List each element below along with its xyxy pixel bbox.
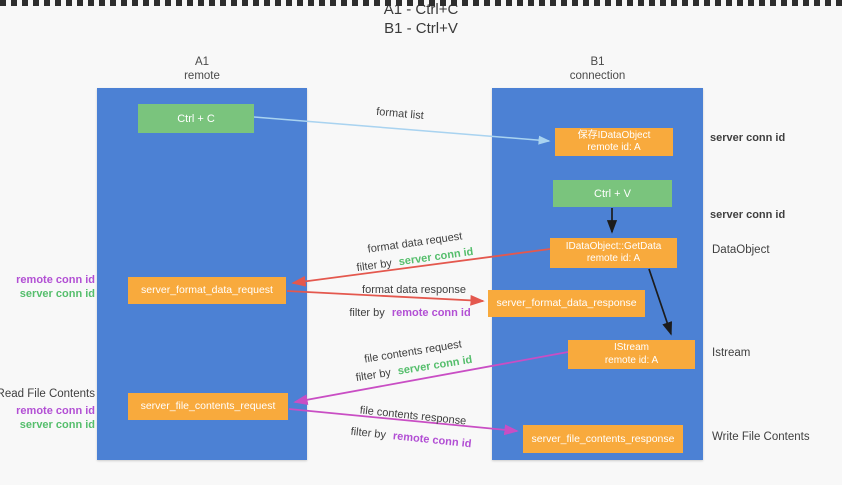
node-format-request-label: server_format_data_request	[141, 284, 273, 297]
left-conn-id-pair-file: remote conn id server conn id	[16, 405, 95, 432]
node-istream: IStream remote id: A	[568, 340, 695, 369]
lane-b1-name: B1	[590, 56, 605, 68]
istream-label: Istream	[712, 347, 751, 359]
node-server-format-data-request: server_format_data_request	[128, 277, 286, 304]
filter-label-file-response: filter by remote conn id	[350, 426, 472, 451]
read-file-contents-label: Read File Contents	[0, 388, 95, 400]
file-contents-response-label: file contents response	[359, 404, 467, 427]
filter-key-remote-conn-id: remote conn id	[391, 307, 471, 319]
node-save-dataobject-line2: remote id: A	[587, 142, 641, 153]
node-server-file-contents-response: server_file_contents_response	[523, 425, 683, 453]
node-save-dataobject-line1: 保存IDataObject	[577, 129, 651, 141]
node-getdata-line1: IDataObject::GetData	[565, 240, 662, 252]
filter-label-format-response: filter by remote conn id	[349, 307, 470, 319]
filter-prefix: filter by	[350, 425, 387, 442]
dotted-separator-line	[0, 0, 842, 6]
node-istream-line1: IStream	[613, 342, 649, 353]
remote-conn-id-label: remote conn id	[16, 274, 95, 286]
filter-key-remote-conn-id: remote conn id	[392, 430, 472, 451]
title-line-b1: B1 - Ctrl+V	[384, 20, 458, 37]
node-file-response-label: server_file_contents_response	[531, 432, 675, 445]
node-idataobject-getdata: IDataObject::GetData remote id: A	[550, 238, 677, 268]
dataobject-label: DataObject	[712, 244, 770, 256]
lane-b1-role: connection	[569, 69, 626, 82]
write-file-contents-label: Write File Contents	[712, 431, 810, 443]
node-istream-line2: remote id: A	[604, 354, 659, 366]
filter-prefix: filter by	[354, 366, 392, 385]
format-list-label: format list	[376, 106, 425, 122]
node-server-file-contents-request: server_file_contents_request	[128, 393, 288, 420]
node-file-request-label: server_file_contents_request	[140, 400, 276, 413]
format-data-response-label: format data response	[362, 284, 466, 296]
server-conn-id-label: server conn id	[19, 418, 95, 431]
server-conn-id-label: server conn id	[19, 287, 95, 300]
node-save-dataobject: 保存IDataObject remote id: A	[555, 128, 673, 156]
lane-header-b1: B1 connection	[492, 56, 703, 83]
filter-prefix: filter by	[355, 257, 393, 275]
node-getdata-line2: remote id: A	[586, 253, 641, 264]
filter-prefix: filter by	[349, 307, 385, 319]
file-contents-response-text: file contents response	[359, 404, 467, 428]
format-list-text: format list	[375, 105, 425, 123]
node-ctrl-c-label: Ctrl + C	[177, 112, 215, 125]
lane-header-a1: A1 remote	[97, 56, 307, 83]
format-data-response-text: format data response	[362, 284, 466, 296]
node-server-format-data-response: server_format_data_response	[488, 290, 645, 317]
node-ctrl-v: Ctrl + V	[553, 180, 672, 207]
remote-conn-id-label: remote conn id	[16, 405, 95, 417]
node-format-response-label: server_format_data_response	[496, 297, 637, 310]
lane-a1-role: remote	[184, 69, 220, 82]
lane-a1-name: A1	[194, 56, 210, 68]
node-ctrl-v-label: Ctrl + V	[594, 187, 631, 200]
server-conn-id-mid-label: server conn id	[710, 209, 786, 221]
server-conn-id-top-label: server conn id	[710, 132, 786, 144]
left-conn-id-pair-format: remote conn id server conn id	[16, 274, 95, 301]
node-ctrl-c: Ctrl + C	[138, 104, 254, 133]
